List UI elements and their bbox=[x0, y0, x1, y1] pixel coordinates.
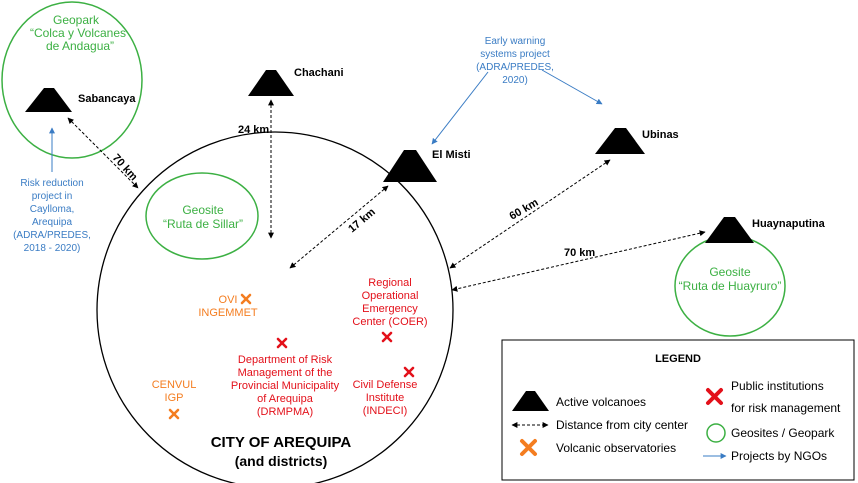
early-warning-label-1: Early warning bbox=[485, 36, 546, 47]
geosite-sillar-circle bbox=[145, 172, 259, 260]
risk-reduction-label-3: Caylloma, bbox=[30, 204, 74, 215]
ngo-arrow-to-el-misti bbox=[431, 71, 489, 145]
sabancaya-label: Sabancaya bbox=[78, 93, 136, 105]
drmpma-institution-icon bbox=[276, 337, 288, 349]
early-warning-label-3: (ADRA/PREDES, bbox=[476, 62, 554, 73]
ngo-arrow-to-ubinas bbox=[541, 69, 603, 105]
early-warning-label-2: systems project bbox=[480, 49, 550, 60]
distance-arrow-el-misti bbox=[289, 185, 389, 269]
indeci-institution-icon bbox=[403, 366, 415, 378]
indeci-label-1: Civil Defense bbox=[353, 379, 418, 391]
legend-volcano-icon bbox=[512, 391, 549, 411]
distance-arrow-sabancaya bbox=[67, 117, 139, 189]
legend-title: LEGEND bbox=[655, 353, 701, 365]
ovi-label-2: INGEMMET bbox=[198, 307, 258, 319]
distance-label-sabancaya: 70 km bbox=[110, 152, 140, 183]
legend-projects: Projects by NGOs bbox=[731, 449, 827, 463]
legend-observatories: Volcanic observatories bbox=[556, 441, 676, 455]
huaynaputina-volcano-icon bbox=[705, 217, 754, 243]
legend-institutions-1: Public institutions bbox=[731, 379, 824, 393]
chachani-label: Chachani bbox=[294, 67, 344, 79]
cenvul-label-2: IGP bbox=[165, 392, 184, 404]
ovi-label-1: OVI bbox=[219, 294, 238, 306]
indeci-label-2: Institute bbox=[366, 392, 405, 404]
geopark-label-2: “Colca y Volcanes bbox=[30, 26, 126, 40]
geopark-label-3: de Andagua” bbox=[46, 39, 114, 53]
distance-label-chachani: 24 km bbox=[238, 124, 269, 136]
city-subtitle: (and districts) bbox=[235, 453, 328, 469]
legend-box bbox=[501, 339, 855, 481]
indeci-label-3: (INDECI) bbox=[363, 405, 408, 417]
distance-label-ubinas: 60 km bbox=[508, 197, 541, 223]
drmpma-label-1: Department of Risk bbox=[238, 354, 333, 366]
coer-label-1: Regional bbox=[368, 277, 411, 289]
cenvul-label-1: CENVUL bbox=[152, 379, 197, 391]
drmpma-label-5: (DRMPMA) bbox=[257, 406, 313, 418]
drmpma-label-4: of Arequipa bbox=[257, 393, 314, 405]
distance-arrow-huaynaputina bbox=[451, 230, 706, 292]
geopark-label-1: Geopark bbox=[53, 13, 100, 27]
sabancaya-volcano-icon bbox=[25, 88, 72, 112]
coer-label-2: Operational bbox=[362, 290, 419, 302]
legend-active-volcanoes: Active volcanoes bbox=[556, 395, 646, 409]
legend-institution-icon bbox=[706, 388, 723, 405]
ubinas-volcano-icon bbox=[595, 128, 645, 154]
risk-reduction-label-5: (ADRA/PREDES, bbox=[13, 230, 91, 241]
huaynaputina-label: Huaynaputina bbox=[752, 218, 826, 230]
el-misti-label: El Misti bbox=[432, 149, 471, 161]
risk-reduction-label-1: Risk reduction bbox=[20, 178, 83, 189]
city-title: CITY OF AREQUIPA bbox=[211, 434, 352, 451]
coer-label-4: Center (COER) bbox=[352, 316, 427, 328]
geosite-huayruro-label-1: Geosite bbox=[709, 265, 751, 279]
distance-label-el-misti: 17 km bbox=[346, 206, 378, 235]
ovi-observatory-icon bbox=[240, 293, 252, 305]
el-misti-volcano-icon bbox=[383, 150, 437, 182]
distance-label-huaynaputina: 70 km bbox=[564, 247, 595, 259]
geosite-sillar-label-1: Geosite bbox=[182, 203, 224, 217]
geosite-sillar-label-2: “Ruta de Sillar” bbox=[163, 217, 243, 231]
coer-institution-icon bbox=[381, 331, 393, 343]
legend-observatory-icon bbox=[520, 439, 537, 456]
drmpma-label-2: Management of the bbox=[238, 367, 333, 379]
coer-label-3: Emergency bbox=[362, 303, 418, 315]
legend-institutions-2: for risk management bbox=[731, 401, 841, 415]
drmpma-label-3: Provincial Municipality bbox=[231, 380, 340, 392]
geosite-huayruro-label-2: “Ruta de Huayruro” bbox=[679, 279, 782, 293]
risk-reduction-label-6: 2018 - 2020) bbox=[24, 243, 81, 254]
legend-geosites: Geosites / Geopark bbox=[731, 426, 835, 440]
early-warning-label-4: 2020) bbox=[502, 75, 528, 86]
chachani-volcano-icon bbox=[248, 70, 294, 96]
legend-geosite-icon bbox=[706, 423, 726, 443]
ubinas-label: Ubinas bbox=[642, 129, 679, 141]
city-of-arequipa-circle bbox=[96, 131, 454, 483]
legend-distance: Distance from city center bbox=[556, 418, 688, 432]
cenvul-observatory-icon bbox=[168, 408, 180, 420]
risk-reduction-label-4: Arequipa bbox=[32, 217, 72, 228]
risk-reduction-label-2: project in bbox=[32, 191, 73, 202]
